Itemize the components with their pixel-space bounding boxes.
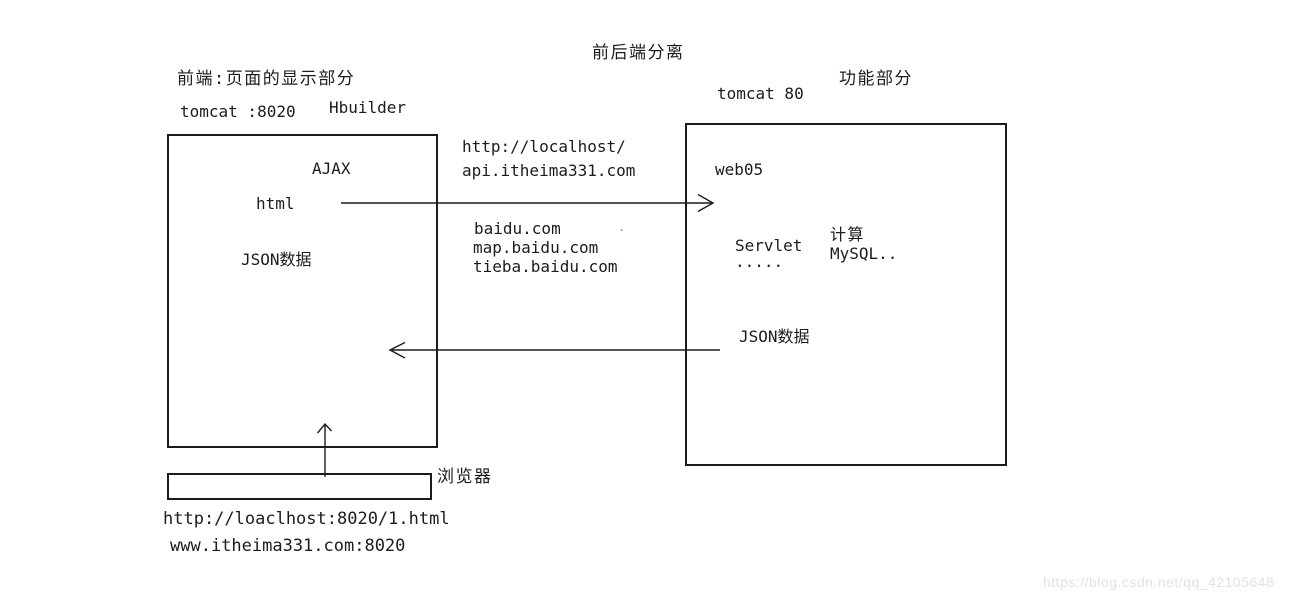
frontend-section-label: 前端:页面的显示部分 <box>177 69 356 89</box>
response-json-label: JSON数据 <box>739 327 810 346</box>
frontend-tool-label: Hbuilder <box>329 98 407 117</box>
frontend-ajax-label: AJAX <box>312 159 351 178</box>
frontend-tomcat-label: tomcat :8020 <box>180 102 296 121</box>
diagram-title: 前后端分离 <box>592 43 685 63</box>
backend-ellipsis-label: ..... <box>735 252 784 271</box>
frontend-json-label: JSON数据 <box>241 250 312 269</box>
backend-database-label: MySQL.. <box>830 244 898 263</box>
backend-compute-label: 计算 <box>830 225 866 244</box>
browser-label: 浏览器 <box>437 467 493 487</box>
frontend-html-label: html <box>256 194 295 213</box>
browser-address-bar <box>167 473 432 500</box>
request-domain-3: tieba.baidu.com <box>473 257 618 276</box>
backend-app-label: web05 <box>715 160 764 179</box>
backend-section-label: 功能部分 <box>839 69 913 89</box>
request-url-line1: http://localhost/ <box>462 137 626 156</box>
frontend-box <box>167 134 438 448</box>
backend-box <box>685 123 1007 466</box>
stray-mark: . <box>618 220 626 234</box>
request-domain-2: map.baidu.com <box>473 238 599 257</box>
watermark: https://blog.csdn.net/qq_42105648 <box>1043 574 1275 590</box>
response-arrow <box>388 341 720 359</box>
browser-url-line2: www.itheima331.com:8020 <box>170 536 406 556</box>
request-domain-1: baidu.com <box>474 219 561 238</box>
request-url-line2: api.itheima331.com <box>462 161 636 180</box>
backend-servlet-label: Servlet <box>735 236 803 255</box>
browser-url-line1: http://loaclhost:8020/1.html <box>163 509 450 529</box>
backend-tomcat-label: tomcat 80 <box>717 84 804 103</box>
